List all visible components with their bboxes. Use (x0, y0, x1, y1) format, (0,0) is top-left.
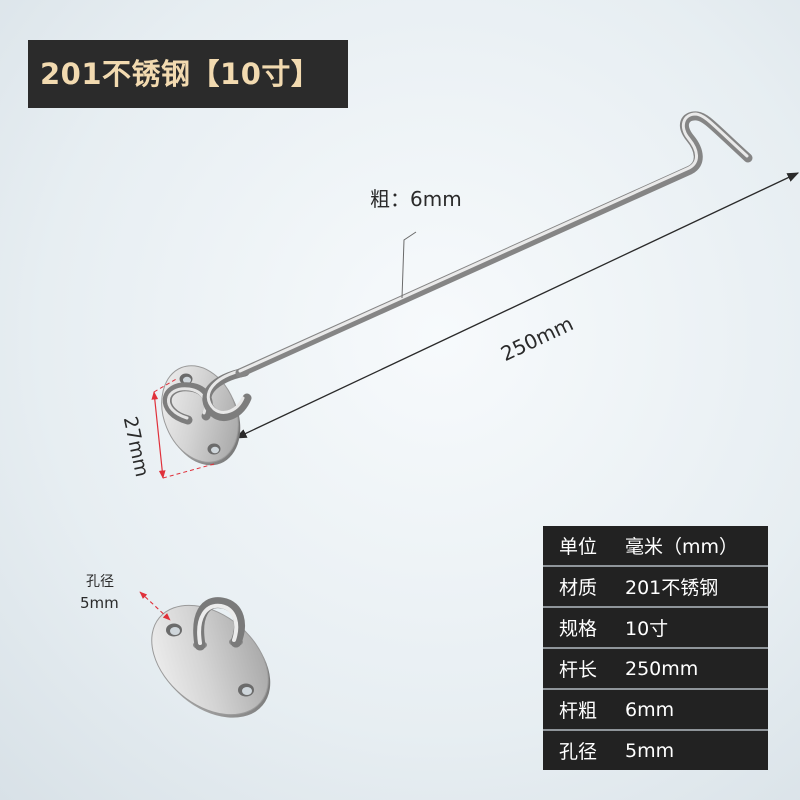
spec-table: 单位 毫米（mm） 材质 201不锈钢 规格 10寸 杆长 250mm 杆粗 6… (543, 526, 768, 770)
hole-size-label: 5mm (80, 594, 119, 612)
length-dimension: 250mm (234, 172, 800, 439)
hook-latch (161, 111, 753, 466)
spec-value: 201不锈钢 (625, 577, 719, 599)
spec-key: 规格 (559, 618, 598, 640)
thickness-leader-line (401, 231, 417, 299)
spec-value: 10寸 (625, 618, 669, 640)
width-label: 27mm (119, 415, 153, 479)
hole-label: 孔径 (86, 574, 114, 590)
spec-key: 孔径 (559, 741, 598, 763)
spec-key: 杆长 (559, 659, 598, 681)
thickness-callout: 粗：6mm (370, 187, 462, 299)
hole-callout: 孔径 5mm (80, 574, 171, 621)
eye-plate-detail (151, 597, 271, 718)
thickness-label: 粗：6mm (370, 187, 462, 211)
spec-value: 5mm (625, 739, 675, 762)
spec-row-unit: 单位 毫米（mm） (543, 526, 768, 565)
length-label: 250mm (497, 311, 577, 366)
spec-row-rod-length: 杆长 250mm (543, 649, 768, 688)
hook-end-loop (202, 367, 252, 422)
spec-key: 单位 (559, 536, 598, 558)
spec-row-material: 材质 201不锈钢 (543, 567, 768, 606)
spec-value: 250mm (625, 657, 699, 680)
spec-value: 6mm (625, 698, 675, 721)
spec-value: 毫米（mm） (625, 536, 739, 558)
title-banner: 201不锈钢【10寸】 (28, 40, 348, 108)
spec-key: 杆粗 (559, 700, 598, 722)
length-dimension-line (234, 172, 800, 439)
title-text: 201不锈钢【10寸】 (40, 57, 321, 91)
spec-row-rod-thickness: 杆粗 6mm (543, 690, 768, 729)
width-dimension-line (151, 391, 166, 479)
spec-row-size: 规格 10寸 (543, 608, 768, 647)
eye-loop (193, 597, 245, 651)
spec-row-hole-diameter: 孔径 5mm (543, 731, 768, 770)
hook-rod (235, 111, 753, 378)
spec-key: 材质 (559, 577, 598, 599)
